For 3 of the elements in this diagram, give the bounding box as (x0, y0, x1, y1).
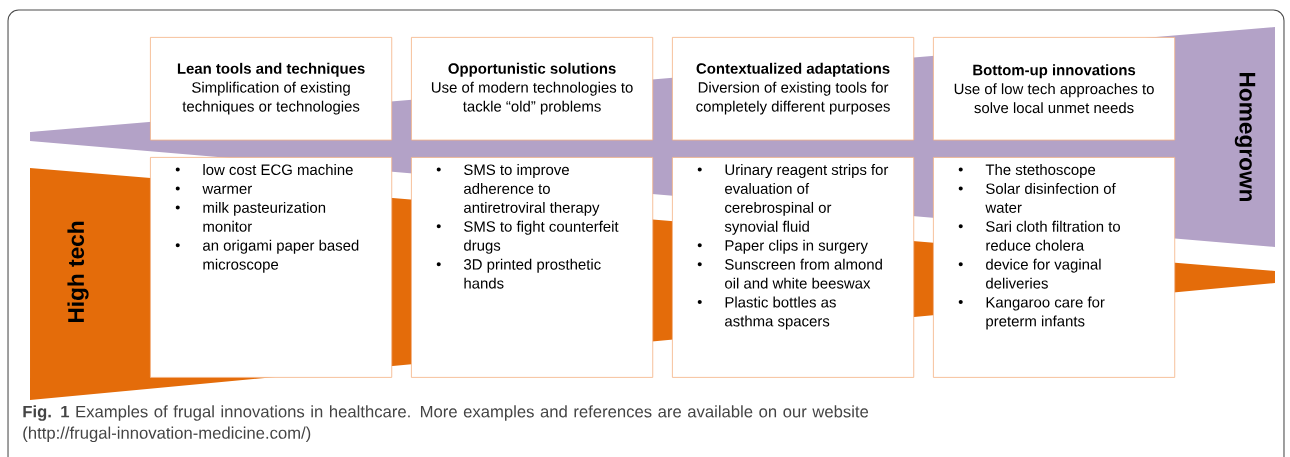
caption: Fig. 1 Examples of frugal innovations in healthcare. More examples and references are available on our website (http://frugal-innovation-medicine.com/) (23, 405, 869, 443)
category-box: Opportunistic solutions Use of modern technologies to tackle “old” problems (411, 37, 654, 141)
category-box: Lean tools and techniques Simplification of existing techniques or technologies (150, 37, 393, 141)
